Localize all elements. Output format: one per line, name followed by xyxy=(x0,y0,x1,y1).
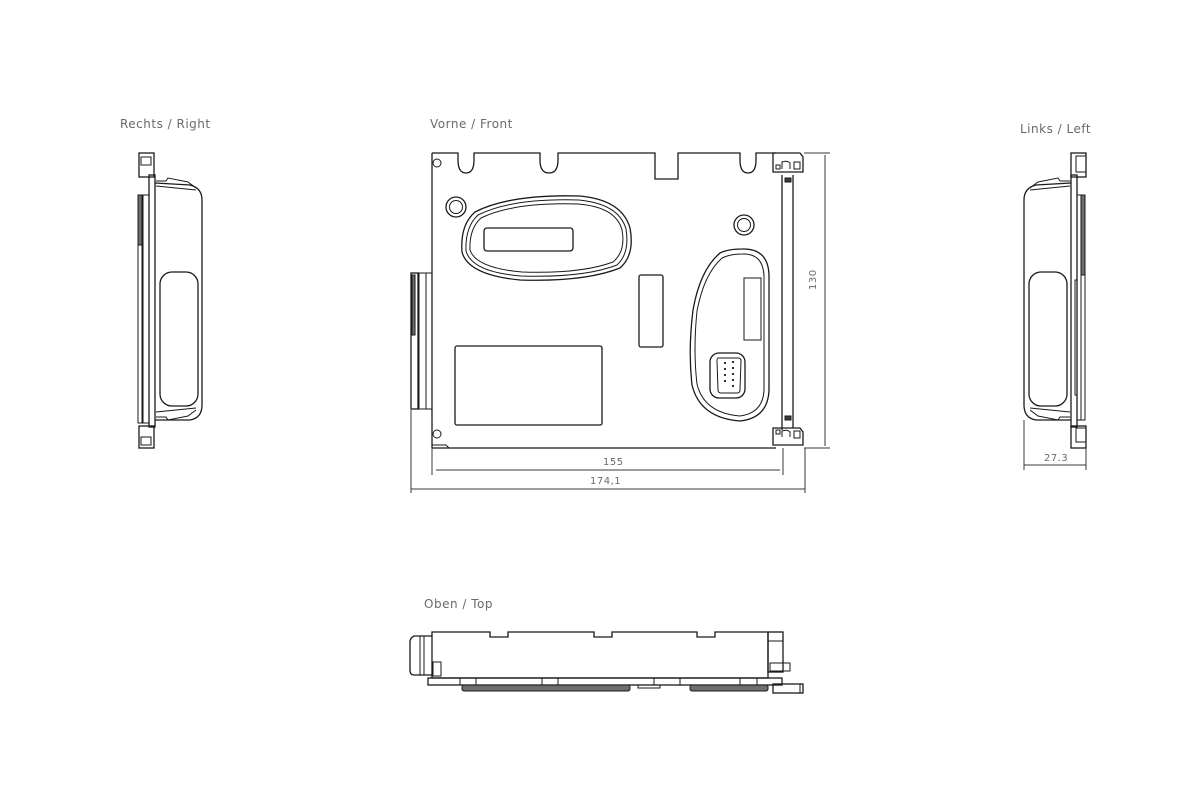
view-label-left: Links / Left xyxy=(1020,122,1092,136)
dimension-174-1: 174,1 xyxy=(590,476,622,487)
right-side-view xyxy=(137,152,203,449)
top-view xyxy=(409,631,804,694)
left-side-view xyxy=(1023,152,1087,470)
view-label-top: Oben / Top xyxy=(424,597,493,611)
dimension-155: 155 xyxy=(603,457,624,468)
view-label-front: Vorne / Front xyxy=(430,117,513,131)
dimension-27-3: 27.3 xyxy=(1044,453,1069,464)
front-view xyxy=(410,152,830,493)
view-label-right: Rechts / Right xyxy=(120,117,211,131)
